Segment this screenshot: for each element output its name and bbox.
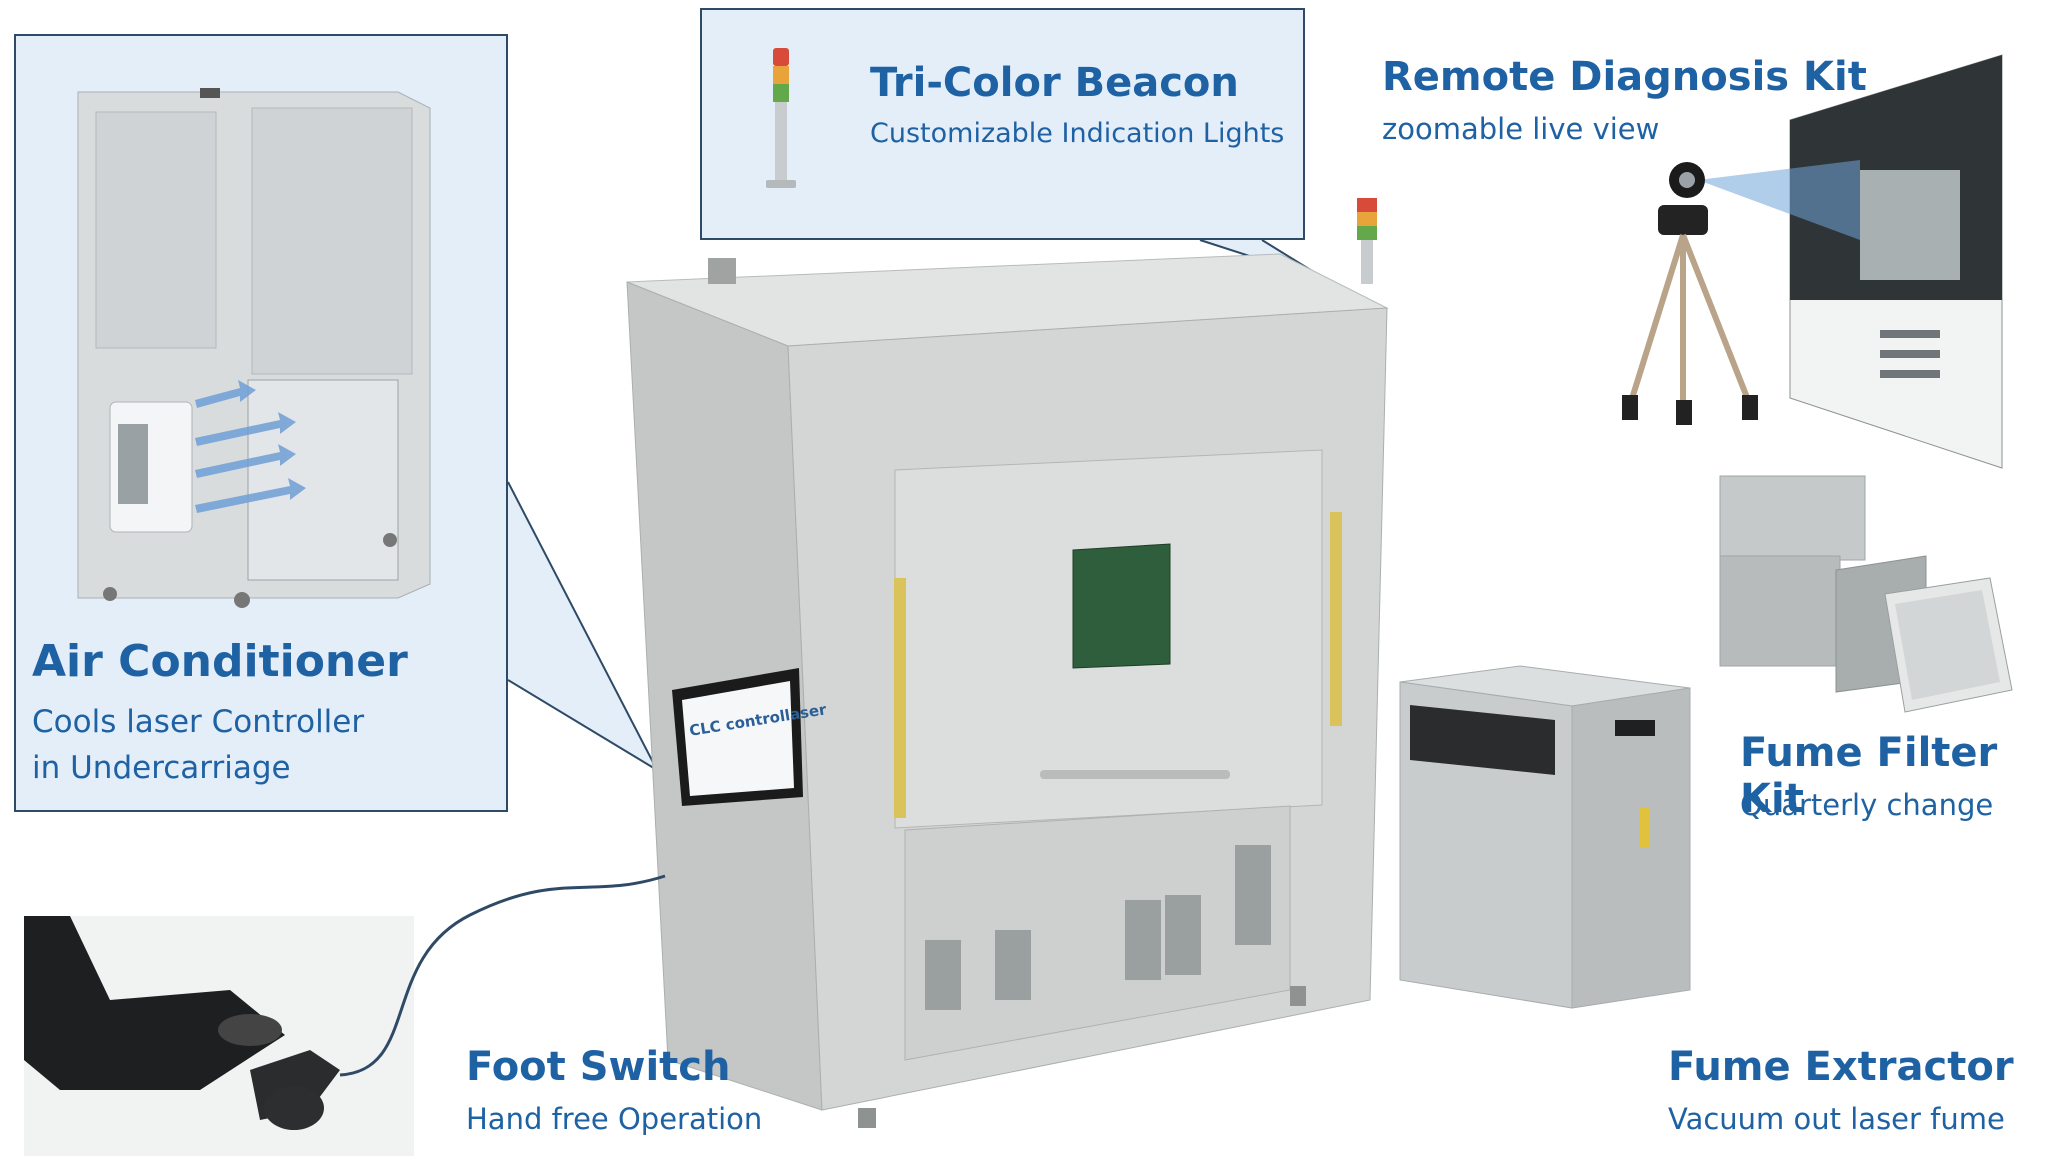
remote-diagnosis-title: Remote Diagnosis Kit: [1382, 54, 1867, 100]
laser-workstation-illustration: [626, 198, 1389, 1128]
fume-filter-illustration: [1719, 475, 2013, 713]
beacon-icon-illustration: [766, 48, 796, 188]
foot-switch-subtitle: Hand free Operation: [466, 1102, 763, 1136]
beacon-callout: [700, 8, 1305, 240]
foot-switch-title: Foot Switch: [466, 1044, 731, 1090]
air-conditioner-description-line-1: Cools laser Controller: [32, 704, 365, 740]
remote-diagnosis-subtitle: zoomable live view: [1382, 112, 1660, 146]
fume-extractor-title: Fume Extractor: [1668, 1044, 2014, 1090]
fume-filter-title: Fume Filter Kit: [1740, 730, 1998, 822]
air-conditioner-cabinet-illustration: [77, 88, 431, 608]
fume-extractor-illustration: [1399, 665, 1691, 1009]
beacon-title: Tri-Color Beacon: [870, 60, 1239, 106]
air-conditioner-description-line-2: in Undercarriage: [32, 750, 291, 786]
remote-diagnosis-illustration: [1622, 54, 2003, 469]
fume-filter-subtitle: Quarterly change: [1740, 788, 1994, 822]
air-conditioner-title: Air Conditioner: [32, 636, 408, 687]
beacon-subtitle: Customizable Indication Lights: [870, 118, 1285, 149]
fume-extractor-subtitle: Vacuum out laser fume: [1668, 1102, 2005, 1136]
foot-switch-illustration: [24, 874, 666, 1156]
